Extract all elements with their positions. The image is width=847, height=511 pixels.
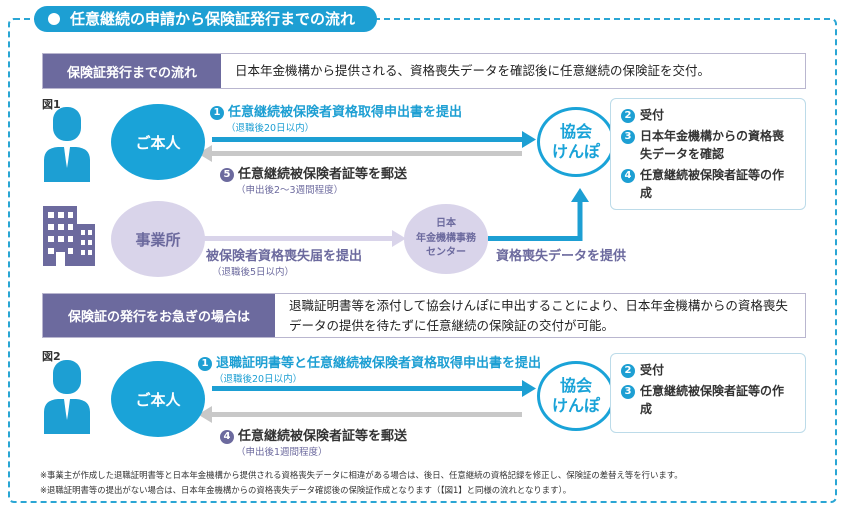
honin-label: ご本人 [135,390,181,409]
section1-text: 日本年金機構から提供される、資格喪失データを確認後に任意継続の保険証を交付。 [235,63,711,79]
page-title-text: 任意継続の申請から保険証発行までの流れ [70,10,356,28]
kenpo-step: 2 受付 [621,362,795,379]
arrow-submit-fig2 [212,386,522,391]
kenpo-node-fig2: 協会 けんぽ [537,361,615,431]
step-number-icon: 3 [621,130,635,145]
jigyosho-step: 被保険者資格喪失届を提出 [206,249,363,264]
section1-label: 保険証発行までの流れ [43,54,221,88]
fig2-step4: 4 任意継続被保険者証等を郵送 [220,425,407,444]
kenpo-label-1: 協会 [559,376,592,395]
honin-label: ご本人 [135,133,181,152]
step-number-icon: 1 [210,106,224,120]
kenpo-label-1: 協会 [559,122,592,141]
page-title: 任意継続の申請から保険証発行までの流れ [34,6,378,32]
bullet-icon [48,13,60,25]
kenpo-step: 3 任意継続被保険者証等の作成 [621,383,795,418]
step-number-icon: 1 [198,357,212,371]
nenkin-node: 日本 年金機構事務 センター [404,204,488,274]
kenpo-step: 2 受付 [621,107,795,124]
step-number-icon: 2 [621,109,635,123]
person-icon [44,360,90,434]
nenkin-label-2: 年金機構事務 [416,232,476,244]
person-icon [44,107,90,182]
jigyosho-note: （退職後5日以内） [212,267,295,278]
fig1-step5: 5 任意継続被保険者証等を郵送 [220,163,407,182]
arrow-return-fig1 [212,151,522,156]
figure1-label: 図1 [42,98,61,111]
nenkin-step: 資格喪失データを提供 [496,249,627,264]
outer-frame [8,18,837,503]
nenkin-label-1: 日本 [436,218,456,230]
step-number-icon: 4 [621,169,635,184]
jigyosho-node: 事業所 [111,201,205,277]
honin-node-fig1: ご本人 [111,104,205,180]
building-icon [43,206,95,266]
kenpo-step: 3 日本年金機構からの資格喪失データを確認 [621,128,795,163]
kenpo-process-box-fig2: 2 受付 3 任意継続被保険者証等の作成 [610,353,806,433]
section2-label: 保険証の発行をお急ぎの場合は [43,294,275,337]
step-number-icon: 3 [621,385,635,400]
section1-box: 保険証発行までの流れ 日本年金機構から提供される、資格喪失データを確認後に任意継… [42,53,806,89]
fig2-step4-text: 任意継続被保険者証等を郵送 [238,429,408,444]
step-number-icon: 5 [220,168,234,182]
kenpo-step-text: 任意継続被保険者証等の作成 [640,384,785,416]
fig1-step5-note: （申出後2～3週間程度） [236,185,344,196]
jigyosho-label: 事業所 [135,230,181,249]
nenkin-label-3: センター [426,247,466,259]
arrow-jigyosho-nenkin [204,236,394,241]
section2-box: 保険証の発行をお急ぎの場合は 退職証明書等を添付して協会けんぽに申出することによ… [42,293,806,338]
fig1-step1-text: 任意継続被保険者資格取得申出書を提出 [228,105,463,120]
kenpo-node-fig1: 協会 けんぽ [537,107,615,177]
fig1-step5-text: 任意継続被保険者証等を郵送 [238,167,408,182]
step-number-icon: 2 [621,364,635,378]
honin-node-fig2: ご本人 [111,361,205,437]
kenpo-step-text: 受付 [640,108,665,122]
footnote-2: ※退職証明書等の提出がない場合は、日本年金機構からの資格喪失データ確認後の保険証… [40,485,572,495]
fig2-step4-note: （申出後1週間程度） [236,447,328,458]
kenpo-step-text: 任意継続被保険者証等の作成 [640,168,785,200]
kenpo-label-2: けんぽ [551,142,600,161]
fig1-step1: 1 任意継続被保険者資格取得申出書を提出 [210,101,462,120]
figure2-label: 図2 [42,350,61,363]
kenpo-step-text: 受付 [640,363,665,377]
fig2-step1: 1 退職証明書等と任意継続被保険者資格取得申出書を提出 [198,352,541,371]
section2-text: 退職証明書等を添付して協会けんぽに申出することにより、日本年金機構からの資格喪失… [289,298,788,333]
fig1-step1-note: （退職後20日以内） [226,123,315,134]
kenpo-step: 4 任意継続被保険者証等の作成 [621,167,795,202]
kenpo-step-text: 日本年金機構からの資格喪失データを確認 [640,129,785,161]
fig2-step1-text: 退職証明書等と任意継続被保険者資格取得申出書を提出 [216,356,542,371]
arrow-submit-fig1 [212,137,522,142]
footnote-1: ※事業主が作成した退職証明書等と日本年金機構から提供される資格喪失データに相違が… [40,470,683,480]
kenpo-label-2: けんぽ [551,396,600,415]
step-number-icon: 4 [220,430,234,444]
fig2-step1-note: （退職後20日以内） [214,374,303,385]
kenpo-process-box-fig1: 2 受付 3 日本年金機構からの資格喪失データを確認 4 任意継続被保険者証等の作成 [610,98,806,210]
arrow-return-fig2 [212,412,522,417]
arrow-nenkin-kenpo [488,200,583,241]
